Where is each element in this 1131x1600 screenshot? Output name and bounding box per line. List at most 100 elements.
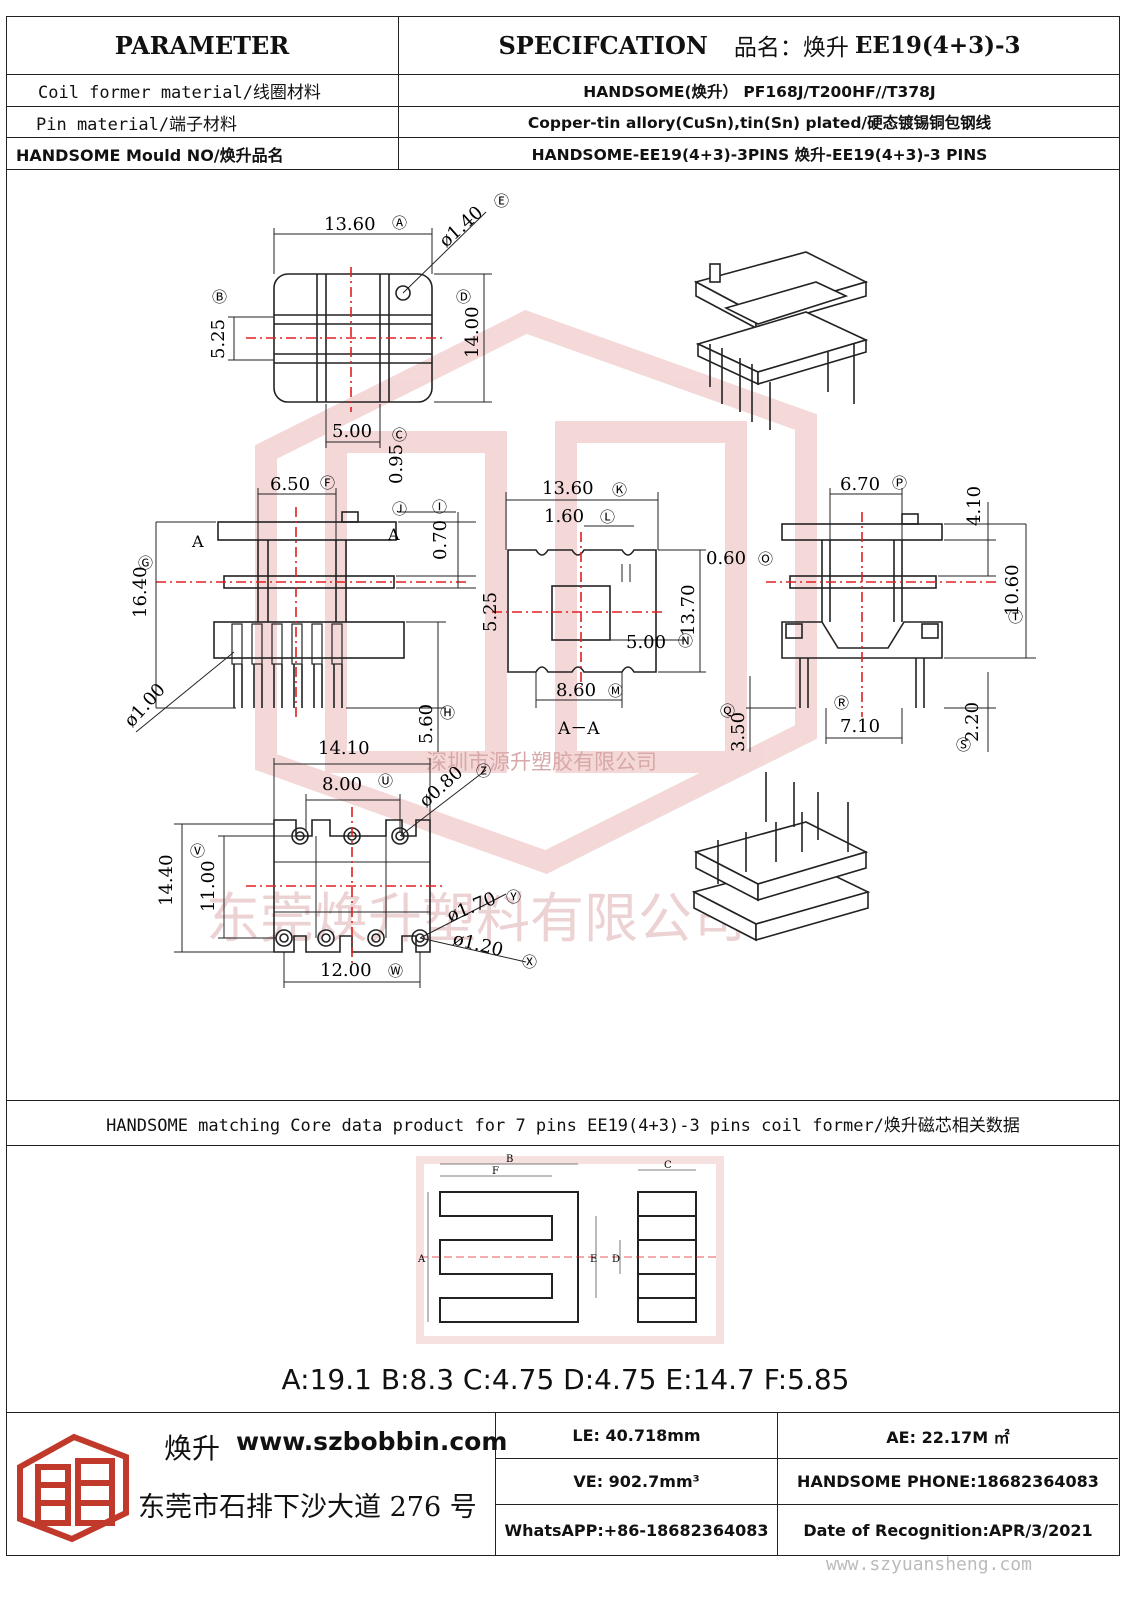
marker-t: Ⓣ (1008, 608, 1023, 626)
section-mark-right: A (387, 525, 400, 544)
iso-view-bottom (691, 772, 871, 942)
coil-material-row: Coil former material/线圈材料 HANDSOME(焕升） P… (6, 75, 1120, 107)
marker-q: Ⓠ (720, 702, 735, 720)
marker-u: Ⓤ (378, 772, 393, 790)
ae-value: AE: 22.17M ㎡ (778, 1413, 1118, 1459)
dim-6-50: 6.50 (270, 474, 310, 495)
marker-s: Ⓢ (956, 736, 971, 754)
dim-hole-dia: ø1.40 (435, 202, 487, 252)
marker-y: Ⓨ (506, 888, 521, 906)
dim-10-60: 10.60 (1002, 564, 1023, 616)
dim-6-70: 6.70 (840, 474, 880, 495)
pin-material-label: Pin material/端子材料 (36, 114, 238, 135)
dim-sec-width: 13.60 (542, 478, 594, 499)
marker-d: Ⓓ (456, 288, 471, 306)
marker-l: Ⓛ (600, 508, 615, 526)
marker-r: Ⓡ (834, 694, 849, 712)
product-model: EE19(4+3)-3 (854, 31, 1021, 59)
marker-k: Ⓚ (612, 481, 627, 499)
core-label-f: F (492, 1166, 499, 1177)
specification-heading: SPECIFCATION (498, 30, 708, 60)
technical-drawing: 深圳市源升塑胶有限公司 东莞焕升塑料有限公司 13.60 Ⓐ ø1.40 Ⓔ Ⓑ… (120, 192, 1036, 988)
iso-view-top (693, 251, 869, 430)
dim-5-00: 5.00 (332, 421, 372, 442)
bottom-view (174, 758, 527, 988)
dim-0-70: 0.70 (430, 520, 451, 560)
marker-v: Ⓥ (190, 842, 205, 860)
core-label-d: D (612, 1254, 620, 1265)
phone-value: HANDSOME PHONE:18682364083 (778, 1459, 1118, 1505)
company-block: 焕升 www.szbobbin.com 东莞市石排下沙大道 276 号 (6, 1413, 507, 1555)
marker-c: Ⓒ (392, 426, 407, 444)
pin-material-row: Pin material/端子材料 Copper-tin allory(CuSn… (6, 107, 1120, 138)
core-label-a: A (417, 1254, 426, 1265)
section-label: A－A (557, 719, 600, 739)
core-data-title: HANDSOME matching Core data product for … (6, 1100, 1120, 1146)
company-address: 东莞市石排下沙大道 276 号 (138, 1492, 477, 1523)
dim-12-00: 12.00 (320, 960, 372, 981)
dim-5-25: 5.25 (208, 319, 229, 359)
core-params-grid: LE: 40.718mm AE: 22.17M ㎡ VE: 902.7mm³ H… (496, 1413, 1118, 1555)
core-label-b: B (506, 1154, 513, 1165)
dim-14-00: 14.00 (462, 306, 483, 358)
section-view (492, 492, 706, 708)
le-value: LE: 40.718mm (496, 1413, 778, 1459)
dim-3-50: 3.50 (728, 712, 749, 752)
marker-g: Ⓖ (138, 554, 153, 572)
dim-2-20: 2.20 (962, 702, 983, 742)
parameter-heading: PARAMETER (114, 30, 290, 60)
spec-sheet (6, 16, 1120, 1556)
dim-pin-dia: ø1.00 (120, 679, 170, 731)
dim-top-width: 13.60 (324, 214, 376, 235)
marker-h: Ⓗ (440, 704, 455, 722)
dim-sec-5-25: 5.25 (480, 592, 501, 632)
marker-j: Ⓙ (392, 500, 407, 518)
company-logo (17, 1433, 129, 1543)
core-label-e: E (590, 1254, 597, 1265)
core-drawing: B F A E D C (416, 1154, 724, 1344)
dim-5-60: 5.60 (416, 704, 437, 744)
dim-8-60: 8.60 (556, 680, 596, 701)
dim-13-70: 13.70 (678, 584, 699, 636)
brand-name: 焕升 (164, 1432, 221, 1465)
dim-8-00: 8.00 (322, 774, 362, 795)
dim-0-60: 0.60 (706, 548, 746, 569)
mould-no-row: HANDSOME Mould NO/焕升品名 HANDSOME-EE19(4+3… (6, 138, 1120, 170)
site-watermark: www.szyuansheng.com (826, 1554, 1032, 1575)
watermark-line1: 深圳市源升塑胶有限公司 (426, 750, 657, 774)
dim-7-10: 7.10 (840, 716, 880, 737)
front-view (135, 488, 476, 752)
top-view (228, 211, 492, 448)
marker-w: Ⓦ (388, 962, 403, 980)
dim-0-95: 0.95 (386, 444, 407, 484)
product-label: 品名：焕升 (733, 35, 849, 61)
marker-a: Ⓐ (392, 214, 407, 232)
marker-m: Ⓜ (608, 682, 623, 700)
coil-material-label: Coil former material/线圈材料 (38, 83, 321, 103)
marker-p: Ⓟ (892, 474, 907, 492)
dim-14-10: 14.10 (318, 738, 370, 759)
dim-1-60: 1.60 (544, 506, 584, 527)
mould-no-label: HANDSOME Mould NO/焕升品名 (16, 145, 284, 165)
side-view (746, 488, 1036, 752)
dim-16-40: 16.40 (130, 566, 151, 618)
ve-value: VE: 902.7mm³ (496, 1459, 778, 1505)
watermark-line2: 东莞焕升塑料有限公司 (206, 887, 746, 950)
dim-14-40: 14.40 (156, 854, 177, 906)
marker-b: Ⓑ (212, 288, 227, 306)
dim-sec-5-00: 5.00 (626, 632, 666, 653)
coil-material-value: HANDSOME(焕升） PF168J/T200HF//T378J (583, 82, 936, 101)
header-row: PARAMETER SPECIFCATION 品名：焕升 EE19(4+3)-3 (6, 16, 1120, 75)
dim-11-00: 11.00 (198, 860, 219, 912)
core-label-c: C (664, 1160, 672, 1171)
core-values: A:19.1 B:8.3 C:4.75 D:4.75 E:14.7 F:5.85 (281, 1363, 850, 1396)
mould-no-value: HANDSOME-EE19(4+3)-3PINS 焕升-EE19(4+3)-3 … (531, 145, 988, 164)
marker-f: Ⓕ (320, 474, 335, 492)
website-link[interactable]: www.szbobbin.com (236, 1427, 508, 1456)
footer: 焕升 www.szbobbin.com 东莞市石排下沙大道 276 号 LE: … (6, 1412, 1120, 1556)
marker-z: Ⓩ (476, 762, 491, 780)
pin-material-value: Copper-tin allory(CuSn),tin(Sn) plated/硬… (527, 114, 992, 132)
dim-4-10: 4.10 (964, 486, 985, 526)
section-mark-left: A (191, 532, 204, 551)
marker-i: Ⓘ (432, 498, 447, 516)
